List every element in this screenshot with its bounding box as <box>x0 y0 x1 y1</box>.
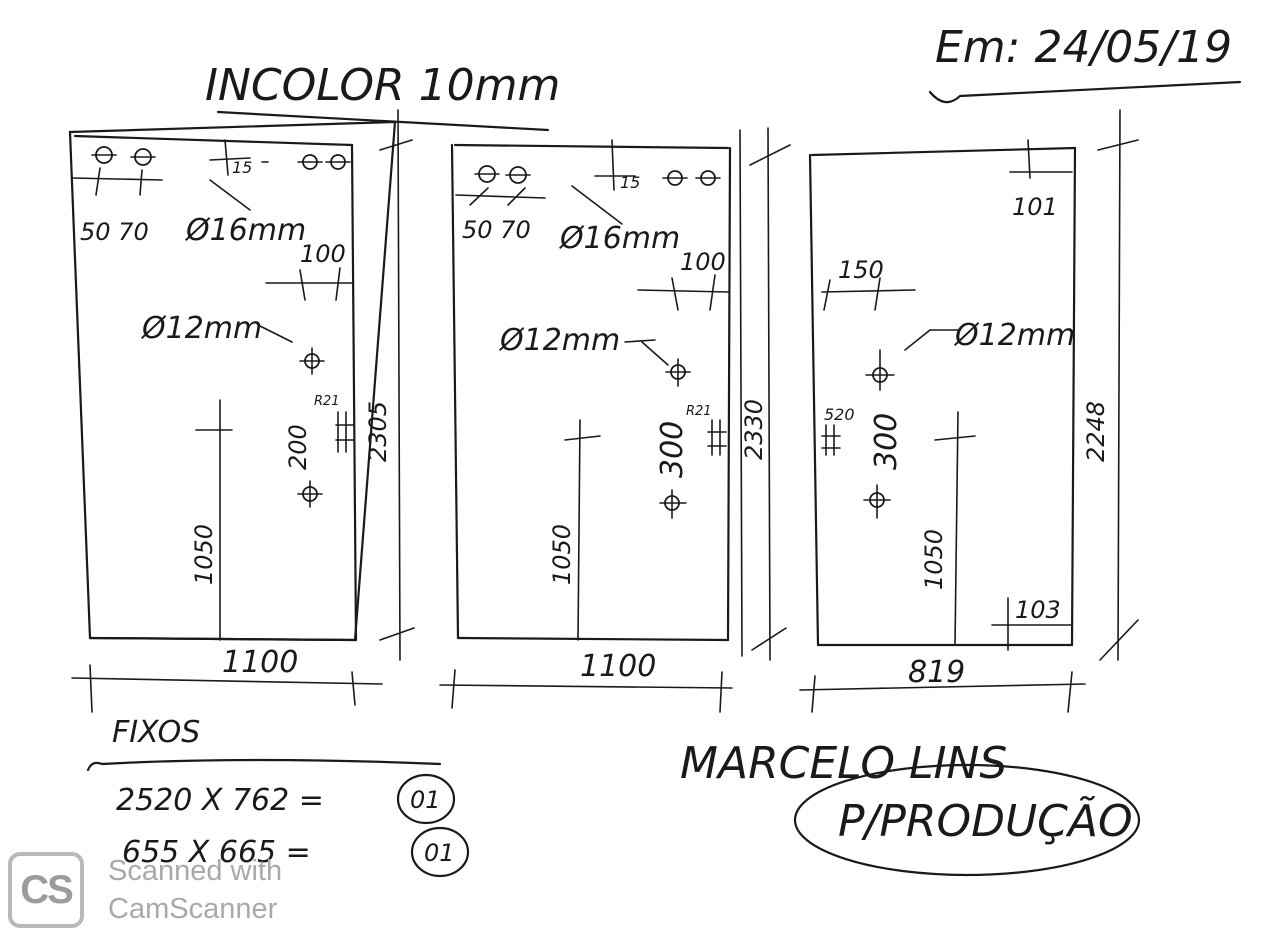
panel-right-small-hole-label: Ø12mm <box>953 318 1075 353</box>
fixed-item-1-dims: 2520 X 762 = <box>116 783 324 818</box>
panel-middle-hole-spacing: 300 <box>655 421 690 478</box>
panel-left-top-offsets: 50 70 <box>80 218 149 246</box>
panel-right-radius: 520 <box>824 405 855 424</box>
panel-middle-handle-holes <box>659 358 691 519</box>
panel-right-hole-spacing: 300 <box>869 413 904 470</box>
panel-middle-radius: R21 <box>686 404 712 419</box>
panel-left-top-holes <box>71 139 351 196</box>
panel-middle-top-holes <box>455 139 721 206</box>
panel-left-top-gap: 15 <box>232 158 252 177</box>
panel-middle-large-hole-label: Ø16mm <box>558 221 680 256</box>
panel-left-handle-holes <box>297 347 325 508</box>
panel-middle-side-offset: 100 <box>680 248 726 276</box>
stamp-ellipse <box>793 763 1141 877</box>
panel-right: 2248 101 150 Ø12mm 300 520 1050 103 819 <box>799 109 1139 713</box>
panel-right-handle-holes <box>863 349 895 519</box>
panel-left-small-hole-label: Ø12mm <box>140 311 262 346</box>
fixed-item-1-qty: 01 <box>410 786 441 814</box>
panel-right-handle-height: 1050 <box>920 529 948 590</box>
panel-left-handle-height: 1050 <box>190 524 218 585</box>
panel-left-outline <box>68 120 397 642</box>
panel-middle-width: 1100 <box>580 649 656 684</box>
camscanner-watermark: Scanned with CamScanner <box>108 852 282 928</box>
sketch-date: Em: 24/05/19 <box>935 22 1232 73</box>
panel-middle: 15 50 70 Ø16mm 100 Ø12mm 300 R21 1050 23… <box>439 127 791 713</box>
panel-left-width: 1100 <box>222 645 298 680</box>
panel-middle-handle-height: 1050 <box>548 524 576 585</box>
signature: MARCELO LINS <box>680 738 1007 789</box>
panel-right-width: 819 <box>908 655 965 690</box>
fixed-item-2-qty: 01 <box>424 839 455 867</box>
panel-middle-top-gap: 15 <box>620 173 640 192</box>
fixed-list: FIXOS 2520 X 762 = 01 655 X 665 = 01 <box>86 715 470 878</box>
panel-left-hole-spacing: 200 <box>284 424 312 470</box>
stamp-text: P/PRODUÇÃO <box>838 795 1133 847</box>
watermark-line-1: Scanned with <box>108 855 283 887</box>
panel-right-top-offset: 101 <box>1012 193 1058 221</box>
sketch-title: INCOLOR 10mm <box>205 60 560 111</box>
fixed-label: FIXOS <box>112 715 200 750</box>
fixed-item-2-dims: 655 X 665 = <box>122 835 311 870</box>
panel-middle-height: 2330 <box>740 399 768 460</box>
panel-left: 15 50 70 Ø16mm 100 Ø12mm 200 R21 1050 23… <box>68 109 415 713</box>
panel-left-radius: R21 <box>314 394 340 409</box>
panel-middle-top-offsets: 50 70 <box>462 216 531 244</box>
panel-right-height: 2248 <box>1082 401 1110 462</box>
panel-right-side-offset: 150 <box>838 256 884 284</box>
panel-left-height: 2305 <box>364 401 392 462</box>
panel-middle-small-hole-label: Ø12mm <box>498 323 620 358</box>
panel-right-bottom-offset: 103 <box>1015 596 1061 624</box>
panel-left-side-offset: 100 <box>300 240 346 268</box>
panel-left-large-hole-label: Ø16mm <box>184 213 306 248</box>
camscanner-logo: CS <box>8 852 84 928</box>
watermark-line-2: CamScanner <box>108 893 278 925</box>
